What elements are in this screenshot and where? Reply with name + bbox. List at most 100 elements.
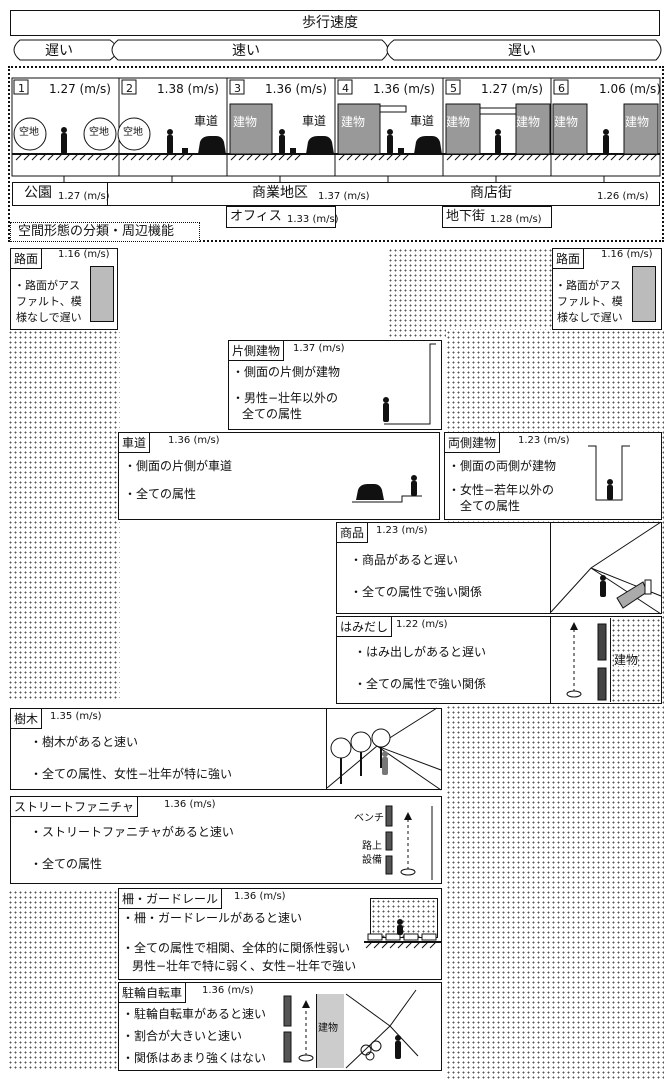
fence-scene-wall [370,898,438,938]
page-title: 歩行速度 [302,15,358,31]
overflow-speed: 1.22 (m/s) [396,619,448,630]
fence-line-3: 男性−壮年で特に弱く、女性−壮年で強い [132,959,357,973]
panel-2-label-left: 空地 [123,127,143,138]
furniture-facility-label-1: 路上 [362,841,382,852]
band-fast: 速い [232,43,260,59]
road-left-surface-icon [90,266,114,322]
overflow-line-2: ・全ての属性で強い関係 [354,677,487,691]
band-slow-right: 遅い [508,43,536,59]
trees-scene-icon [326,707,442,791]
panel-1-label-right: 空地 [89,127,109,138]
goods-line-1: ・商品があると遅い [350,553,459,567]
road-left-title: 路面 [10,248,43,269]
panel-5-number: 5 [450,82,457,95]
road-right-surface-icon [632,266,656,322]
trees-divider [326,708,327,790]
panel-4-speed: 1.36 (m/s) [373,82,435,96]
slow-zone-left-shading [8,330,120,700]
legend-label: 空間形態の分類・周辺機能 [18,224,175,239]
factor-goods [336,522,662,614]
legend-label-box [10,222,200,242]
area-divider [107,182,108,206]
one-side-line-3: 全ての属性 [242,407,303,421]
road-left-line-1: ・路面がアス [14,279,80,292]
panel-3-label-right: 車道 [302,114,327,128]
area-ticks [63,176,605,182]
goods-divider [550,522,551,614]
panel-3-number: 3 [234,82,241,95]
furniture-bench-label: ベンチ [354,813,384,824]
area-office: オフィス [230,209,282,224]
one-side-title: 片側建物 [228,340,285,361]
road-left-line-3: 様なしで遅い [16,311,82,324]
goods-scene-icon [550,521,662,615]
bicycle-line-1: ・駐輪自転車があると速い [122,1007,267,1021]
fence-line-1: ・柵・ガードレールがあると速い [122,911,303,925]
panel-5-speed: 1.27 (m/s) [481,82,543,96]
panel-4-label-right: 車道 [410,114,435,128]
panel-1-speed: 1.27 (m/s) [49,82,111,96]
area-shopping-speed: 1.26 (m/s) [597,191,649,202]
fence-speed: 1.36 (m/s) [234,891,286,902]
bicycle-title: 駐輪自転車 [118,982,187,1003]
overflow-line-1: ・はみ出しがあると遅い [354,645,487,659]
fence-scene-icon [364,919,442,949]
road-right-speed: 1.16 (m/s) [601,249,653,260]
panel-1-label-left: 空地 [19,127,39,138]
area-underground-speed: 1.28 (m/s) [490,214,542,225]
road-right-title: 路面 [552,248,585,269]
furniture-speed: 1.36 (m/s) [164,799,216,810]
area-park-speed: 1.27 (m/s) [58,191,110,202]
panel-5-label-right: 建物 [516,115,541,129]
trees-speed: 1.35 (m/s) [50,711,102,722]
furniture-scene-icon [385,805,433,880]
panel-5-label-left: 建物 [446,115,471,129]
roadway-car-icon [352,475,422,503]
both-sides-building-icon [588,445,630,501]
panel-4-label-left: 建物 [341,115,366,129]
slow-zone-left-shading-lower [8,890,120,1071]
furniture-facility-label-2: 設備 [362,855,382,866]
area-shopping: 商店街 [470,185,512,201]
one-side-line-1: ・側面の片側が建物 [232,365,341,379]
both-sides-line-1: ・側面の両側が建物 [448,459,557,473]
roadway-line-2: ・全ての属性 [124,487,197,501]
speed-bands [13,39,662,61]
both-sides-title: 両側建物 [444,432,501,453]
overflow-divider [550,616,551,704]
road-right-line-1: ・路面がアス [555,279,621,292]
bicycle-line-2: ・割合が大きいと速い [122,1029,243,1043]
both-sides-speed: 1.23 (m/s) [518,435,570,446]
overflow-title: はみだし [336,616,393,637]
one-side-building-icon [383,343,436,425]
bicycle-building-label: 建物 [318,1023,338,1034]
area-park: 公園 [24,185,52,201]
roadway-line-1: ・側面の片側が車道 [124,459,233,473]
roadway-title: 車道 [118,432,151,453]
bicycle-scene-icon [283,989,419,1069]
both-sides-line-2: ・女性−若年以外の [448,483,555,497]
panel-3-label-left: 建物 [233,115,258,129]
area-underground: 地下街 [446,209,486,224]
title-bar [10,10,660,36]
overflow-building-label: 建物 [614,653,639,667]
bicycle-line-3: ・関係はあまり強くはない [122,1051,267,1065]
classification-frame [8,66,664,242]
road-left-line-2: ファルト、模 [16,295,82,308]
road-right-line-3: 様なしで遅い [557,311,623,324]
overflow-scene-icon [566,622,607,701]
panel-3-speed: 1.36 (m/s) [265,82,327,96]
area-business: 商業地区 [252,185,308,201]
band-slow-left: 遅い [45,43,73,59]
roadway-speed: 1.36 (m/s) [168,435,220,446]
goods-speed: 1.23 (m/s) [376,525,428,536]
furniture-title: ストリートファニチャ [10,796,138,817]
panel-1-number: 1 [18,82,25,95]
goods-line-2: ・全ての属性で強い関係 [350,585,483,599]
panel-4-number: 4 [342,82,349,95]
one-side-speed: 1.37 (m/s) [293,343,345,354]
bicycle-building-area [316,994,344,1068]
panel-6-label-left: 建物 [554,115,579,129]
road-left-speed: 1.16 (m/s) [58,249,110,260]
factor-trees [10,708,442,790]
